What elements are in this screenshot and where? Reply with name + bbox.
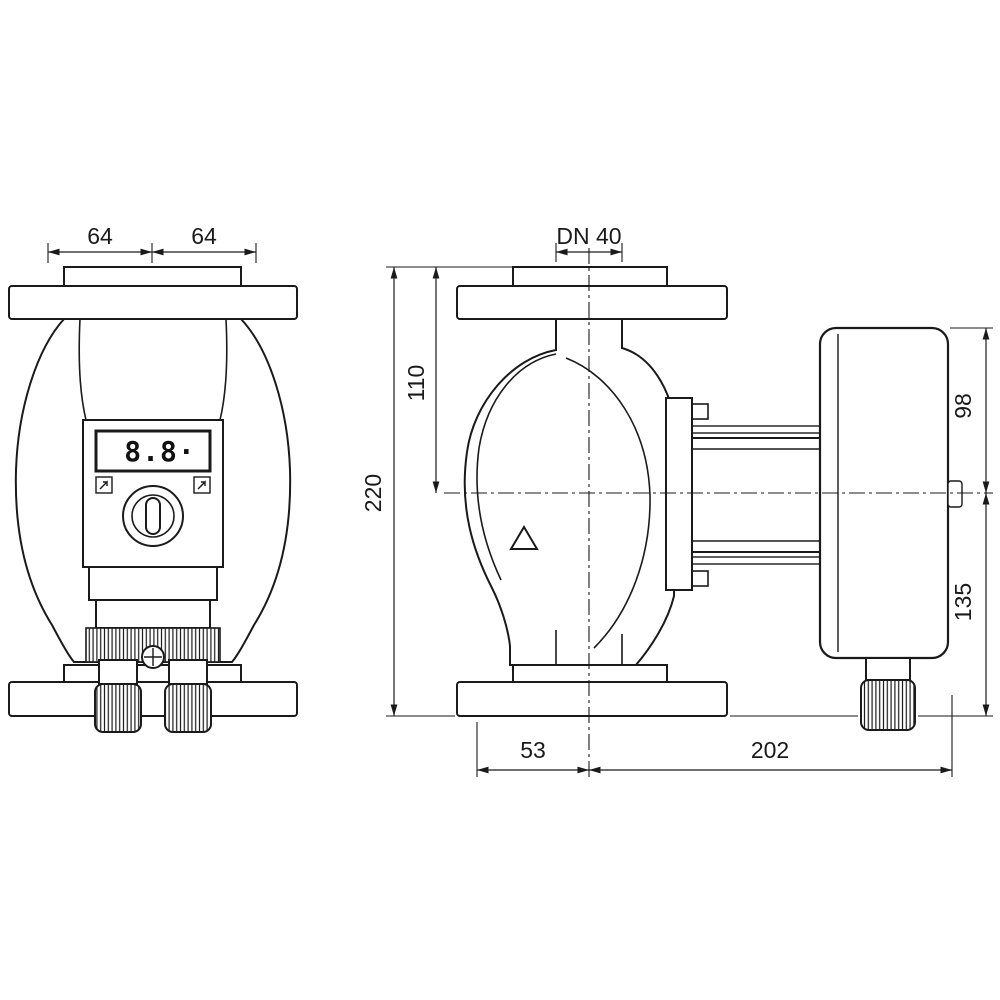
cable-gland-right [164, 659, 212, 733]
dim-label-64-left: 64 [87, 223, 113, 249]
dim-nominal-diameter: DN 40 [555, 223, 623, 262]
dim-label-202: 202 [751, 737, 789, 763]
side-bottom-flange-plate [456, 681, 728, 717]
display-value: 8.8· [124, 435, 195, 468]
tie-rod-bottom [691, 556, 821, 565]
volute-body [463, 318, 679, 666]
volute-inner-wall [476, 353, 557, 581]
dim-axis-to-bottom: 135 [730, 493, 993, 717]
side-bottom-flange-block [512, 664, 668, 683]
terminal-connector [947, 480, 963, 508]
center-screw-cross-icon [144, 648, 162, 666]
side-view [444, 248, 993, 777]
cable-gland-left-cap [94, 683, 142, 733]
side-top-flange-block [512, 266, 668, 287]
dim-flange-halves: 64 64 [47, 223, 257, 263]
dim-label-64-right: 64 [191, 223, 217, 249]
dim-label-220: 220 [360, 474, 386, 512]
cable-gland-side-collar [865, 657, 911, 681]
tie-rod-top [691, 425, 821, 434]
cable-gland-side-cap [860, 679, 916, 731]
cable-gland-left [94, 659, 142, 733]
side-top-flange-plate [456, 285, 728, 320]
button-left-icon [99, 480, 108, 490]
knob-handle[interactable] [145, 497, 161, 535]
cable-gland-side [860, 657, 916, 731]
cable-gland-left-body [98, 659, 138, 685]
cable-gland-right-cap [164, 683, 212, 733]
body-neck-contour-right [219, 318, 228, 421]
dimensions: 64 64 DN 40 110 220 98 [47, 223, 993, 777]
terminal-box [88, 566, 218, 601]
volute-spiral [565, 357, 651, 649]
dim-port-to-axis: 110 [403, 267, 440, 493]
front-view: 8.8· [8, 266, 298, 733]
dim-label-53: 53 [520, 737, 546, 763]
front-top-flange-plate [8, 285, 298, 320]
front-top-flange-block [63, 266, 242, 287]
dim-label-135: 135 [950, 583, 976, 621]
dim-bottom-lengths: 53 202 [476, 695, 953, 777]
dim-label-110: 110 [403, 365, 429, 402]
motor-lug-top [691, 403, 709, 420]
dim-axis-to-top: 98 [950, 327, 993, 493]
cable-gland-right-body [168, 659, 208, 685]
dim-label-dn40: DN 40 [556, 223, 621, 249]
button-right-icon [197, 480, 206, 490]
dim-label-98: 98 [950, 393, 976, 419]
front-bottom-flange-plate [8, 681, 298, 717]
clamp-box [95, 599, 211, 629]
dim-port-to-port: 220 [360, 267, 455, 717]
knob-inner-ring [131, 494, 175, 538]
motor-lug-bottom [691, 570, 709, 587]
motor-housing [691, 437, 821, 553]
display-window [94, 429, 212, 473]
flow-direction-icon [509, 525, 539, 550]
body-neck-contour-left [78, 318, 87, 421]
motor-flange [665, 397, 693, 591]
